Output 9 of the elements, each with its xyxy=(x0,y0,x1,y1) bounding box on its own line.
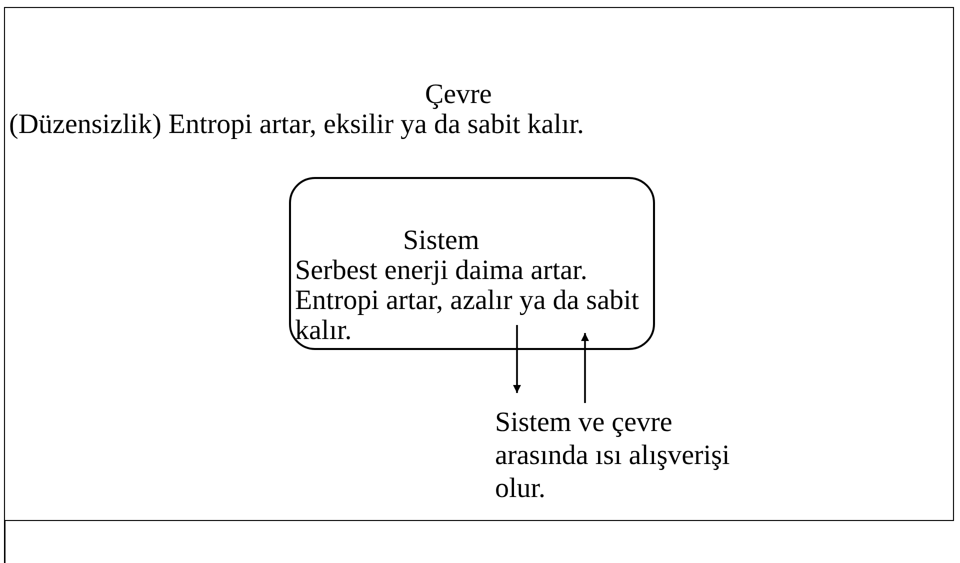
system-box xyxy=(289,177,655,350)
heading-text: Sistem xyxy=(403,226,480,256)
body-text: Serbest enerji daima artar. Entropi artar, azalır ya da sabit kalır. xyxy=(295,256,640,346)
environment-box xyxy=(4,7,954,521)
arrow xyxy=(581,333,589,403)
body-text: (Düzensizlik) Entropi artar, eksilir ya da sabit kalır. xyxy=(9,110,586,140)
note-text: Sistem ve çevre arasında ısı alışverişi olur. xyxy=(493,406,733,514)
heading-text: Çevre xyxy=(425,80,493,110)
arrow xyxy=(513,325,521,393)
